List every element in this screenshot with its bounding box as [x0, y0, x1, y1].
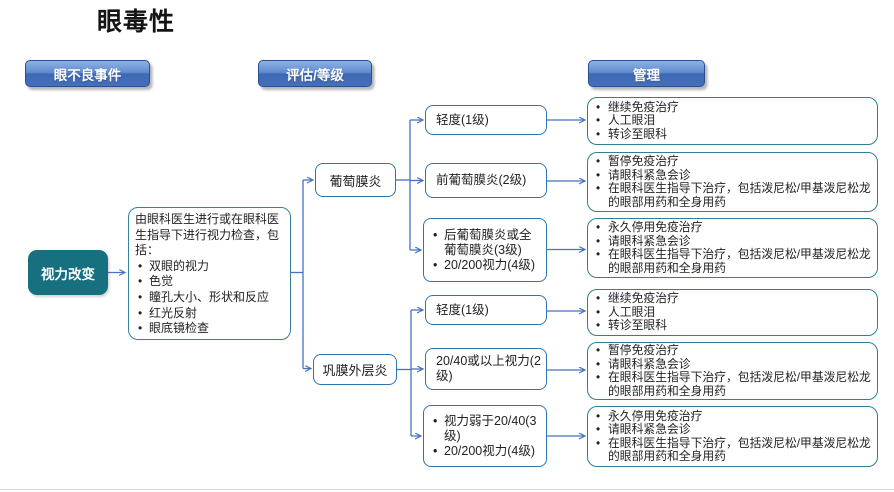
management-item: 在眼科医生指导下治疗，包括泼尼松/甲基泼尼松龙的眼部用药和全身用药: [594, 181, 871, 209]
management-item: 请眼科紧急会诊: [594, 357, 871, 372]
management-list: 暂停免疫治疗 请眼科紧急会诊 在眼科医生指导下治疗，包括泼尼松/甲基泼尼松龙的眼…: [594, 154, 871, 209]
management-item: 暂停免疫治疗: [594, 154, 871, 169]
management-item: 继续免疫治疗: [594, 100, 871, 115]
column-header-management: 管理: [588, 60, 705, 87]
column-header-adverse-event: 眼不良事件: [25, 60, 150, 87]
episcleritis-grade3-4-list: 视力弱于20/40(3级) 20/200视力(4级): [430, 414, 542, 459]
node-episcleritis-grade2: 20/40或以上视力(2级): [425, 348, 547, 390]
management-item: 转诊至眼科: [594, 319, 871, 333]
grade-item: 20/200视力(4级): [430, 258, 542, 273]
vision-exam-intro: 由眼科医生进行或在眼科医生指导下进行视力检查，包括：: [135, 212, 280, 258]
management-item: 在眼科医生指导下治疗，包括泼尼松/甲基泼尼松龙的眼部用药和全身用药: [594, 247, 871, 275]
vision-exam-item: 色觉: [135, 274, 286, 290]
management-item: 人工眼泪: [594, 114, 871, 128]
node-uveitis: 葡萄膜炎: [315, 163, 396, 197]
node-management-episcleritis-grade2: 暂停免疫治疗 请眼科紧急会诊 在眼科医生指导下治疗，包括泼尼松/甲基泼尼松龙的眼…: [587, 342, 878, 400]
management-list: 暂停免疫治疗 请眼科紧急会诊 在眼科医生指导下治疗，包括泼尼松/甲基泼尼松龙的眼…: [594, 343, 871, 398]
management-item: 在眼科医生指导下治疗，包括泼尼松/甲基泼尼松龙的眼部用药和全身用药: [594, 370, 871, 398]
node-uveitis-grade3-4: 后葡萄膜炎或全葡萄膜炎(3级) 20/200视力(4级): [423, 218, 547, 282]
management-item: 请眼科紧急会诊: [594, 168, 871, 183]
column-header-assessment: 评估/等级: [258, 60, 372, 87]
slide-bottom-rule: [0, 489, 894, 490]
vision-exam-item: 瞳孔大小、形状和反应: [135, 290, 286, 306]
node-visual-change: 视力改变: [28, 250, 108, 295]
management-item: 永久停用免疫治疗: [594, 220, 871, 235]
page-title: 眼毒性: [97, 8, 176, 36]
node-vision-exam: 由眼科医生进行或在眼科医生指导下进行视力检查，包括： 双眼的视力 色觉 瞳孔大小…: [128, 207, 291, 340]
management-list: 继续免疫治疗 人工眼泪 转诊至眼科: [594, 292, 871, 333]
management-item: 请眼科紧急会诊: [594, 422, 871, 437]
vision-exam-item: 眼底镜检查: [135, 321, 286, 337]
node-episcleritis-grade1: 轻度(1级): [425, 295, 547, 325]
grade-item: 20/200视力(4级): [430, 444, 542, 459]
node-management-episcleritis-grade1: 继续免疫治疗 人工眼泪 转诊至眼科: [587, 289, 878, 336]
management-list: 永久停用免疫治疗 请眼科紧急会诊 在眼科医生指导下治疗，包括泼尼松/甲基泼尼松龙…: [594, 409, 871, 464]
vision-exam-item: 红光反射: [135, 306, 286, 322]
node-uveitis-grade2: 前葡萄膜炎(2级): [425, 163, 547, 198]
node-management-uveitis-grade3-4: 永久停用免疫治疗 请眼科紧急会诊 在眼科医生指导下治疗，包括泼尼松/甲基泼尼松龙…: [587, 218, 878, 278]
node-management-uveitis-grade2: 暂停免疫治疗 请眼科紧急会诊 在眼科医生指导下治疗，包括泼尼松/甲基泼尼松龙的眼…: [587, 152, 878, 212]
vision-exam-item: 双眼的视力: [135, 259, 286, 275]
management-item: 请眼科紧急会诊: [594, 234, 871, 249]
management-item: 继续免疫治疗: [594, 292, 871, 306]
node-management-episcleritis-grade3-4: 永久停用免疫治疗 请眼科紧急会诊 在眼科医生指导下治疗，包括泼尼松/甲基泼尼松龙…: [587, 406, 878, 467]
management-list: 继续免疫治疗 人工眼泪 转诊至眼科: [594, 100, 871, 142]
vision-exam-list: 双眼的视力 色觉 瞳孔大小、形状和反应 红光反射 眼底镜检查: [135, 259, 286, 337]
management-item: 暂停免疫治疗: [594, 343, 871, 358]
grade-item: 视力弱于20/40(3级): [430, 414, 542, 444]
management-item: 在眼科医生指导下治疗，包括泼尼松/甲基泼尼松龙的眼部用药和全身用药: [594, 436, 871, 464]
management-list: 永久停用免疫治疗 请眼科紧急会诊 在眼科医生指导下治疗，包括泼尼松/甲基泼尼松龙…: [594, 220, 871, 275]
grade-item: 后葡萄膜炎或全葡萄膜炎(3级): [430, 228, 542, 258]
node-episcleritis-grade3-4: 视力弱于20/40(3级) 20/200视力(4级): [423, 405, 547, 467]
management-item: 永久停用免疫治疗: [594, 409, 871, 424]
management-item: 转诊至眼科: [594, 127, 871, 142]
node-episcleritis: 巩膜外层炎: [313, 354, 397, 385]
uveitis-grade3-4-list: 后葡萄膜炎或全葡萄膜炎(3级) 20/200视力(4级): [430, 228, 542, 273]
node-management-uveitis-grade1: 继续免疫治疗 人工眼泪 转诊至眼科: [587, 97, 878, 145]
management-item: 人工眼泪: [594, 305, 871, 320]
node-uveitis-grade1: 轻度(1级): [425, 105, 547, 135]
